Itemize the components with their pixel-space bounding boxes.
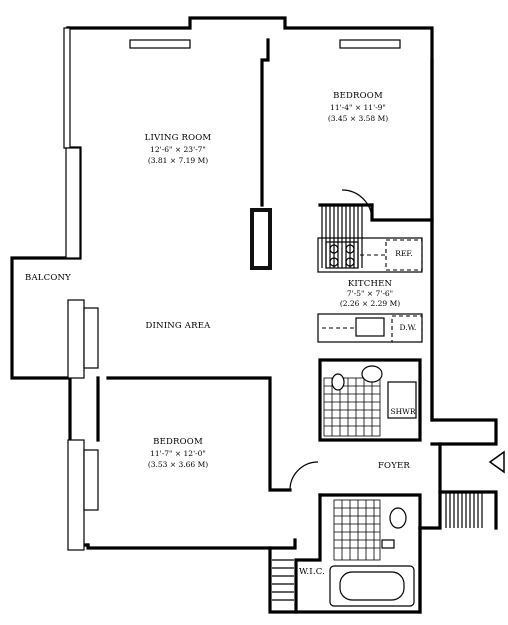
foyer-label: FOYER <box>377 461 411 471</box>
dining-area-label: DINING AREA <box>145 321 211 331</box>
living-room-label: LIVING ROOM <box>144 133 212 143</box>
bedroom1-dim-imperial: 11'-4" × 11'-9" <box>330 103 386 112</box>
balcony-label: BALCONY <box>25 273 71 283</box>
bedroom2-label: BEDROOM <box>153 437 203 447</box>
bath-fixtures <box>323 365 417 607</box>
kitchen-label: KITCHEN <box>347 279 393 289</box>
door-swings <box>289 189 373 491</box>
bedroom2-dim-imperial: 11'-7" × 12'-0" <box>150 449 206 458</box>
windows <box>63 27 401 551</box>
entry-arrow-icon <box>488 450 505 474</box>
closet-hatching <box>272 205 483 601</box>
bedroom2-dim-metric: (3.53 × 3.66 M) <box>147 460 209 469</box>
living-dim-metric: (3.81 × 7.19 M) <box>147 156 209 165</box>
refrigerator-label: REF. <box>395 249 413 258</box>
kitchen-dim-metric: (2.26 × 2.29 M) <box>339 299 401 308</box>
bedroom1-dim-metric: (3.45 × 3.58 M) <box>327 114 389 123</box>
kitchen-dim-imperial: 7'-5" × 7'-6" <box>346 289 394 298</box>
shower-label: SHWR <box>390 407 416 416</box>
interior-walls <box>96 38 434 614</box>
dishwasher-label: D.W. <box>399 323 417 332</box>
kitchen-fixtures <box>317 237 423 343</box>
bedroom1-label: BEDROOM <box>333 91 383 101</box>
wic-label: W.I.C. <box>298 567 326 577</box>
living-dim-imperial: 12'-6" × 23'-7" <box>150 145 206 154</box>
